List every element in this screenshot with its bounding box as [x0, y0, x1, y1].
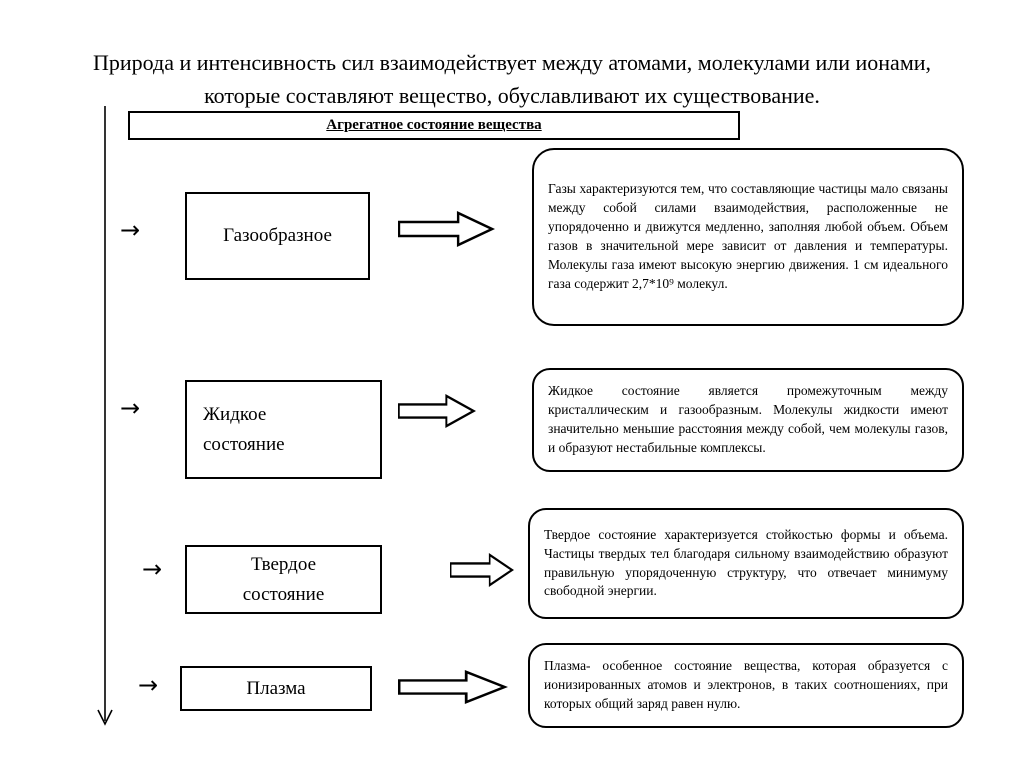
description-text-plasma: Плазма- особенное состояние вещества, ко…: [544, 658, 948, 711]
state-box-plasma: Плазма: [180, 666, 372, 711]
block-arrow-icon: [398, 211, 495, 247]
vertical-flow-arrow-icon: [97, 106, 113, 726]
state-box-gas: Газообразное: [185, 192, 370, 280]
block-arrow-icon: [398, 670, 508, 704]
description-box-gas: Газы характеризуются тем, что составляющ…: [532, 148, 964, 326]
slide-title: Природа и интенсивность сил взаимодейств…: [92, 50, 932, 108]
state-label-solid: Твердое состояние: [242, 554, 325, 605]
block-arrow-icon: [398, 394, 476, 428]
state-label-plasma: Плазма: [246, 677, 306, 699]
right-arrow-icon: →: [142, 555, 163, 583]
description-box-solid: Твердое состояние характеризуется стойко…: [528, 508, 964, 619]
header-box: Агрегатное состояние вещества: [128, 111, 740, 140]
description-text-solid: Твердое состояние характеризуется стойко…: [544, 526, 948, 599]
state-label-gas: Газообразное: [223, 225, 332, 247]
state-box-solid: Твердое состояние: [185, 545, 382, 614]
description-box-plasma: Плазма- особенное состояние вещества, ко…: [528, 643, 964, 728]
header-label: Агрегатное состояние вещества: [326, 117, 542, 133]
right-arrow-icon: →: [120, 216, 141, 244]
right-arrow-icon: →: [120, 394, 141, 422]
description-text-gas: Газы характеризуются тем, что составляющ…: [548, 181, 948, 291]
description-text-liquid: Жидкое состояние является промежуточным …: [548, 383, 948, 455]
state-box-liquid: Жидкое состояние: [185, 380, 382, 479]
block-arrow-icon: [450, 553, 514, 587]
right-arrow-icon: →: [138, 671, 159, 699]
description-box-liquid: Жидкое состояние является промежуточным …: [532, 368, 964, 472]
state-label-liquid: Жидкое состояние: [203, 404, 285, 455]
